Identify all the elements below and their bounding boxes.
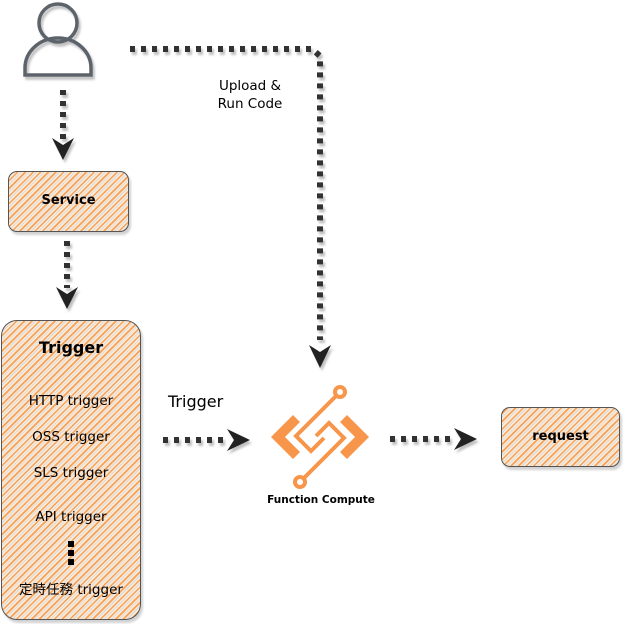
trigger-item-sls: SLS trigger [33, 465, 109, 481]
arrow-user-to-service [52, 90, 74, 160]
trigger-item-scheduled: 定時任務 trigger [19, 582, 123, 598]
trigger-group-title: Trigger [38, 338, 104, 357]
arrow-function-compute-to-request [390, 428, 477, 450]
request-label: request [532, 429, 589, 444]
vertical-ellipsis-icon [68, 541, 74, 565]
trigger-item-oss: OSS trigger [32, 429, 110, 445]
arrow-user-to-function-compute [130, 46, 331, 368]
arrow-service-to-trigger [56, 241, 78, 309]
request-node[interactable]: request [501, 407, 620, 467]
upload-label-line1: Upload & [218, 78, 282, 94]
upload-run-code-label: Upload & Run Code [205, 77, 295, 113]
function-compute-label: Function Compute [267, 494, 375, 506]
service-label: Service [41, 193, 96, 208]
trigger-item-api: API trigger [35, 509, 107, 525]
trigger-item-http: HTTP trigger [28, 393, 114, 409]
arrow-trigger-to-function-compute [163, 429, 250, 451]
user-icon [23, 2, 93, 77]
trigger-group-node[interactable]: Trigger HTTP trigger OSS trigger SLS tri… [1, 320, 141, 620]
upload-label-line2: Run Code [217, 96, 283, 112]
trigger-edge-label: Trigger [168, 392, 224, 411]
function-compute-logo-icon [271, 385, 369, 489]
service-node[interactable]: Service [8, 171, 129, 232]
